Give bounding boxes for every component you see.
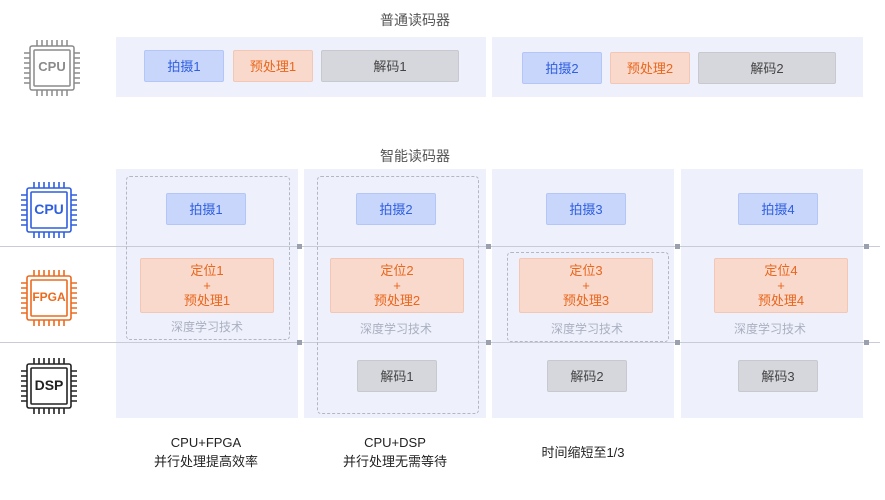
normal-preprocess-1: 预处理1: [233, 50, 313, 82]
fpga-chip-icon: FPGA: [19, 268, 79, 328]
smart-locate-2: 定位2 + 预处理2: [330, 258, 464, 313]
smart-capture-2: 拍摄2: [356, 193, 436, 225]
note-cpu-dsp: CPU+DSP 并行处理无需等待: [315, 433, 475, 471]
smart-capture-4: 拍摄4: [738, 193, 818, 225]
cpu-chip-icon: CPU: [19, 180, 79, 240]
note-line: 并行处理提高效率: [153, 454, 258, 469]
normal-reader-title: 普通读码器: [380, 12, 450, 28]
smart-capture-3: 拍摄3: [546, 193, 626, 225]
divider-marker: [675, 340, 680, 345]
deep-learning-label-1: 深度学习技术: [170, 320, 243, 334]
divider-marker: [675, 244, 680, 249]
smart-capture-1: 拍摄1: [166, 193, 246, 225]
divider-marker: [297, 340, 302, 345]
row-divider-fpga-dsp: [0, 342, 880, 343]
deep-learning-label-2: 深度学习技术: [359, 322, 432, 336]
cpu-chip-label: CPU: [38, 59, 66, 74]
note-cpu-fpga: CPU+FPGA 并行处理提高效率: [126, 433, 286, 471]
fpga-chip-label: FPGA: [32, 290, 66, 304]
deep-learning-label-4: 深度学习技术: [733, 322, 806, 336]
deep-learning-label-3: 深度学习技术: [550, 322, 623, 336]
divider-marker: [486, 340, 491, 345]
smart-reader-title: 智能读码器: [380, 148, 450, 164]
normal-capture-2: 拍摄2: [522, 52, 602, 84]
normal-preprocess-2: 预处理2: [610, 52, 690, 84]
note-line: 并行处理无需等待: [342, 454, 447, 469]
note-line: 时间缩短至1/3: [541, 445, 625, 460]
row-divider-cpu-fpga: [0, 246, 880, 247]
cpu-chip-icon: CPU: [22, 38, 82, 98]
normal-capture-1: 拍摄1: [144, 50, 224, 82]
cpu-chip-label: CPU: [34, 201, 64, 217]
divider-marker: [297, 244, 302, 249]
dsp-chip-icon: DSP: [19, 356, 79, 416]
note-line: CPU+DSP: [364, 435, 426, 450]
divider-marker: [864, 244, 869, 249]
pipeline-group-1: [126, 176, 290, 340]
divider-marker: [486, 244, 491, 249]
normal-decode-1: 解码1: [321, 50, 459, 82]
normal-decode-2: 解码2: [698, 52, 836, 84]
smart-locate-4: 定位4 + 预处理4: [714, 258, 848, 313]
smart-locate-1: 定位1 + 预处理1: [140, 258, 274, 313]
pipeline-group-3: [507, 252, 669, 342]
smart-decode-2: 解码2: [547, 360, 627, 392]
dsp-chip-label: DSP: [34, 377, 64, 393]
smart-locate-3: 定位3 + 预处理3: [519, 258, 653, 313]
pipeline-group-2: [317, 176, 479, 414]
smart-decode-1: 解码1: [357, 360, 437, 392]
divider-marker: [864, 340, 869, 345]
note-line: CPU+FPGA: [170, 435, 242, 450]
smart-decode-3: 解码3: [738, 360, 818, 392]
note-time-reduced: 时间缩短至1/3: [503, 443, 663, 462]
